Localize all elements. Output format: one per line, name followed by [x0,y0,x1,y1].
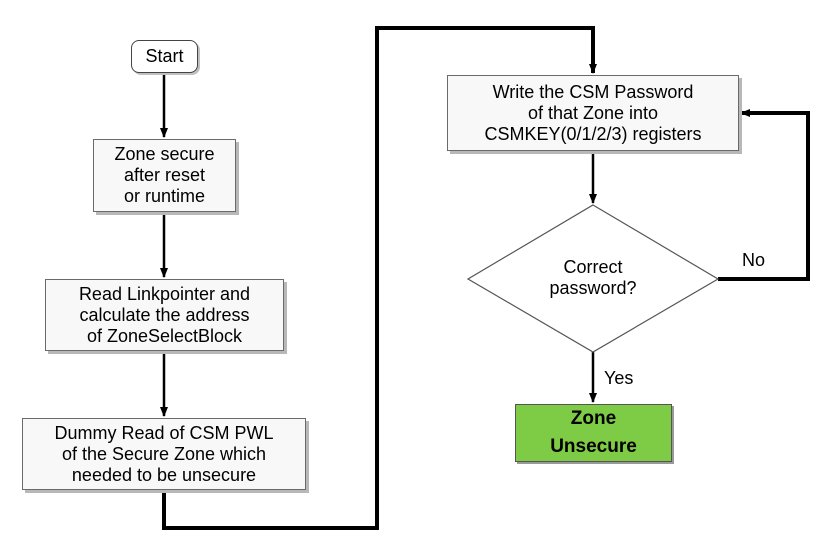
dummy-read-node: Dummy Read of CSM PWL of the Secure Zone… [22,418,306,490]
no-label: No [742,250,766,270]
decision-diamond [466,204,720,353]
write-password-node: Write the CSM Password of that Zone into… [447,75,739,151]
zone-secure-node: Zone secure after reset or runtime [93,139,236,212]
zone-unsecure-node: Zone Unsecure [515,404,672,462]
start-node: Start [131,40,198,73]
arrow-decision-no-loop [718,109,810,281]
decision-label: Correct password? [549,257,637,298]
arrow-dummy-read-to-write-password [162,26,597,530]
yes-label: Yes [604,368,634,388]
read-linkpointer-node: Read Linkpointer and calculate the addre… [45,279,284,351]
